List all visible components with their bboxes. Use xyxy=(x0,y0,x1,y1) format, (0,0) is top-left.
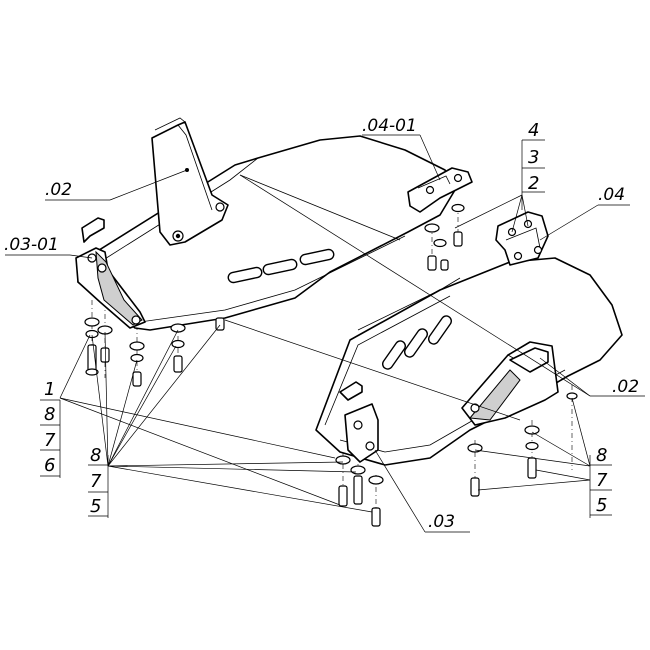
item-number: 8 xyxy=(90,445,101,466)
item-number: 7 xyxy=(596,470,608,491)
item-number: 2 xyxy=(528,173,539,194)
hardware-left xyxy=(84,317,225,387)
callout-03-01: .03-01 xyxy=(4,235,59,255)
bracket-04-01 xyxy=(407,167,473,213)
vent-slot xyxy=(262,258,298,276)
bracket-03 xyxy=(339,347,549,463)
vent-slot xyxy=(227,266,263,284)
callout-labels: .02 .03-01 .04-01 .04 .02 .03 xyxy=(4,116,639,532)
item-number: 8 xyxy=(44,404,55,425)
item-number: 4 xyxy=(528,120,539,141)
item-number: 7 xyxy=(90,471,102,492)
vent-slot xyxy=(381,340,407,370)
item-number: 5 xyxy=(90,496,101,517)
item-number: 5 xyxy=(596,495,607,516)
item-number: 3 xyxy=(528,147,539,168)
item-number: 1 xyxy=(44,379,55,400)
left-end-bracket xyxy=(75,217,146,329)
item-numbers: 4 3 2 1 8 7 6 8 7 5 8 7 5 xyxy=(44,120,608,517)
callout-03: .03 xyxy=(428,512,455,532)
callout-02-right: .02 xyxy=(612,377,639,397)
bracket-04 xyxy=(495,211,549,266)
callout-04-01: .04-01 xyxy=(362,116,417,136)
vent-slot xyxy=(427,315,453,345)
vent-slot xyxy=(403,328,429,358)
item-number: 6 xyxy=(44,455,55,476)
left-tall-bracket xyxy=(151,117,229,246)
bolt-hole xyxy=(215,202,225,212)
hardware-mid xyxy=(424,203,465,271)
callout-02-left: .02 xyxy=(45,180,72,200)
item-number: 8 xyxy=(596,445,607,466)
leader-lines xyxy=(5,134,645,533)
callout-04: .04 xyxy=(598,185,625,205)
item-number: 7 xyxy=(44,430,56,451)
vent-slot xyxy=(299,248,335,266)
hardware-bottom xyxy=(335,392,578,527)
left-skid-plate xyxy=(77,135,456,331)
